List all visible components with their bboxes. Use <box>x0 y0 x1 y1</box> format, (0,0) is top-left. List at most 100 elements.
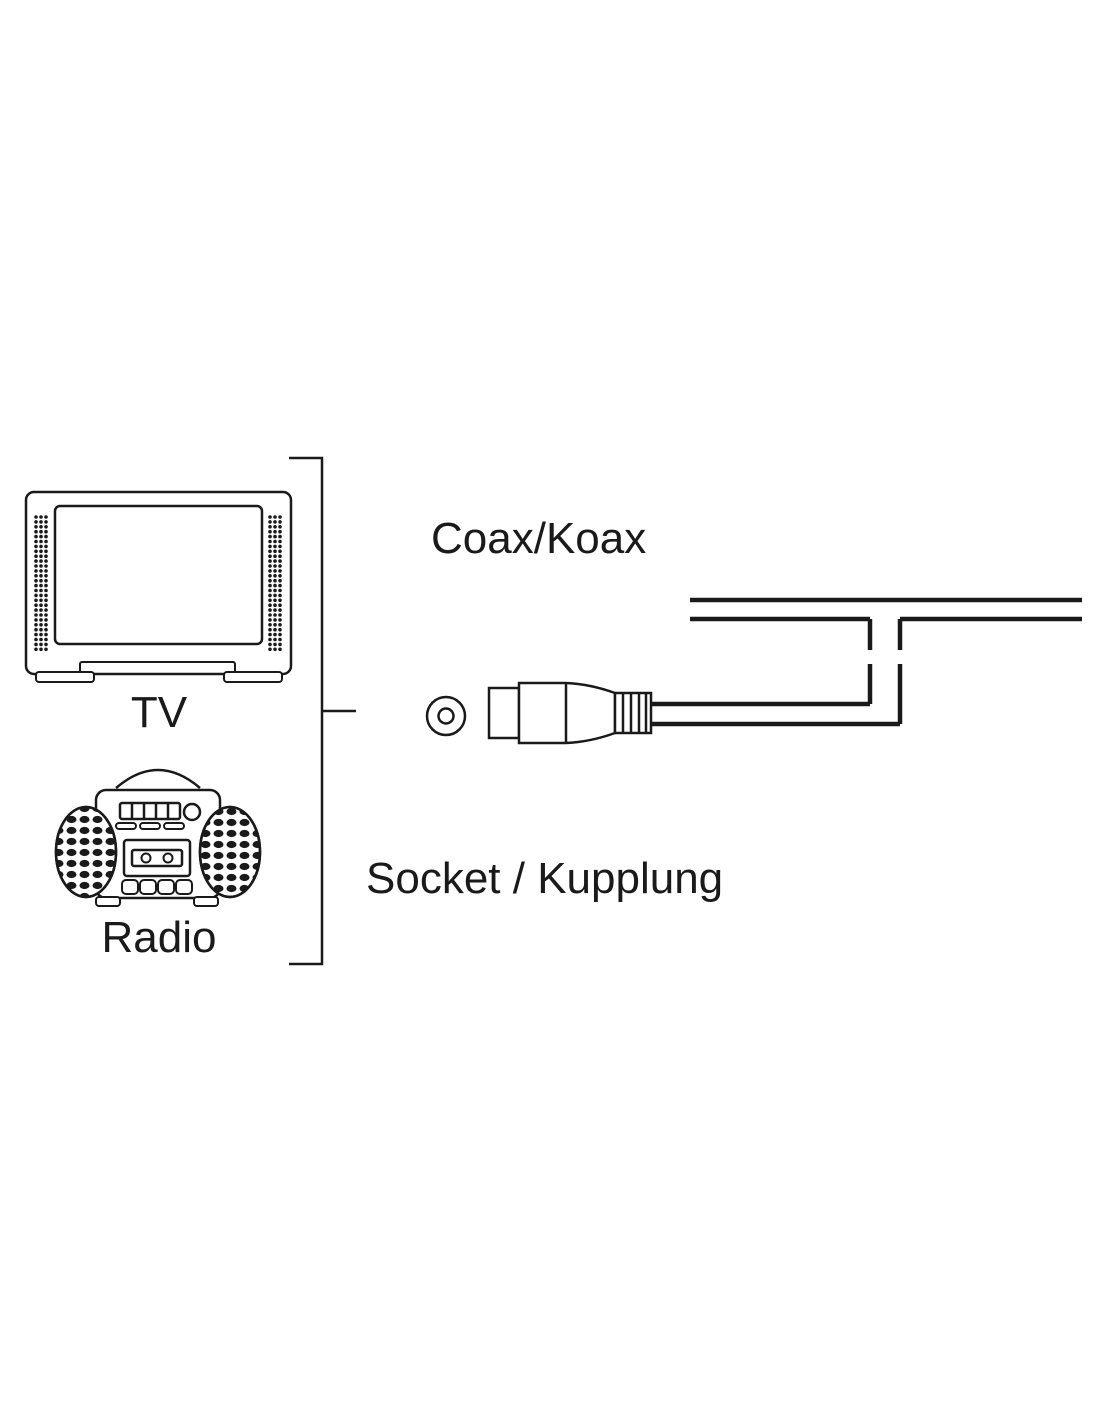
speaker-dot <box>39 642 43 647</box>
speaker-dot <box>273 539 277 544</box>
speaker-dot <box>44 515 48 519</box>
speaker-dot <box>39 598 43 603</box>
speaker-dot <box>273 603 277 607</box>
speaker-dot <box>39 637 43 642</box>
speaker-dot <box>39 623 43 627</box>
speaker-dot <box>273 588 277 593</box>
speaker-dot <box>278 544 282 549</box>
speaker-dot <box>39 564 43 568</box>
speaker-dot <box>39 534 43 539</box>
speaker-dot <box>34 539 38 544</box>
speaker-dot <box>34 520 38 524</box>
speaker-dot <box>44 574 48 578</box>
speaker-dot <box>268 603 272 607</box>
speaker-dot <box>34 637 38 642</box>
speaker-dot <box>273 515 277 519</box>
speaker-dot <box>44 618 48 622</box>
speaker-dot <box>34 544 38 549</box>
speaker-dot <box>278 549 282 554</box>
speaker-dot <box>273 618 277 622</box>
speaker-dot <box>278 632 282 637</box>
speaker-dot <box>44 578 48 583</box>
speaker-dot <box>273 627 277 632</box>
device-bracket <box>289 456 356 966</box>
speaker-dot <box>278 578 282 583</box>
speaker-dot <box>44 569 48 573</box>
speaker-dot <box>34 559 38 563</box>
radio-icon <box>54 768 262 907</box>
speaker-dot <box>278 618 282 622</box>
speaker-dot <box>273 574 277 578</box>
tv-label: TV <box>131 688 188 737</box>
speaker-dot <box>278 588 282 593</box>
speaker-dot <box>44 647 48 652</box>
speaker-dot <box>44 520 48 524</box>
speaker-dot <box>44 539 48 544</box>
speaker-dot <box>278 539 282 544</box>
speaker-dot <box>34 598 38 603</box>
speaker-dot <box>39 603 43 607</box>
speaker-dot <box>39 559 43 563</box>
speaker-dot <box>34 647 38 652</box>
speaker-dot <box>44 564 48 568</box>
speaker-dot <box>273 578 277 583</box>
speaker-dot <box>44 627 48 632</box>
speaker-dot <box>34 627 38 632</box>
speaker-dot <box>34 564 38 568</box>
speaker-dot <box>278 608 282 612</box>
speaker-dot <box>268 642 272 647</box>
speaker-dot <box>278 583 282 588</box>
speaker-dot <box>34 554 38 558</box>
speaker-dot <box>268 520 272 524</box>
speaker-dot <box>34 593 38 598</box>
speaker-dot <box>278 574 282 578</box>
speaker-dot <box>39 627 43 632</box>
speaker-dot <box>268 588 272 593</box>
speaker-dot <box>39 529 43 534</box>
speaker-dot <box>278 623 282 627</box>
speaker-dot <box>273 583 277 588</box>
speaker-dot <box>34 623 38 627</box>
speaker-dot <box>273 642 277 647</box>
speaker-dot <box>44 637 48 642</box>
speaker-dot <box>278 603 282 607</box>
socket-icon <box>425 695 467 737</box>
speaker-dot <box>268 564 272 568</box>
speaker-dot <box>273 529 277 534</box>
speaker-dot <box>44 525 48 529</box>
speaker-dot <box>268 647 272 652</box>
speaker-dot <box>39 593 43 598</box>
speaker-dot <box>268 618 272 622</box>
speaker-dot <box>268 583 272 588</box>
speaker-dot <box>39 554 43 558</box>
speaker-dot <box>34 549 38 554</box>
speaker-dot <box>34 588 38 593</box>
speaker-dot <box>44 608 48 612</box>
speaker-dot <box>268 613 272 617</box>
speaker-dot <box>44 632 48 637</box>
coax-plug-icon <box>487 681 653 745</box>
speaker-dot <box>278 525 282 529</box>
speaker-dot <box>268 608 272 612</box>
speaker-dot <box>268 598 272 603</box>
speaker-dot <box>268 574 272 578</box>
speaker-dot <box>278 569 282 573</box>
speaker-dot <box>44 583 48 588</box>
speaker-dot <box>273 559 277 563</box>
speaker-dot <box>34 515 38 519</box>
speaker-dot <box>39 515 43 519</box>
speaker-dot <box>273 564 277 568</box>
speaker-dot <box>39 525 43 529</box>
speaker-dot <box>39 608 43 612</box>
speaker-dot <box>268 515 272 519</box>
speaker-dot <box>273 569 277 573</box>
speaker-dot <box>39 569 43 573</box>
speaker-dot <box>268 627 272 632</box>
speaker-dot <box>278 529 282 534</box>
speaker-dot <box>44 554 48 558</box>
speaker-dot <box>44 623 48 627</box>
speaker-dot <box>44 549 48 554</box>
speaker-dot <box>273 520 277 524</box>
speaker-dot <box>44 642 48 647</box>
